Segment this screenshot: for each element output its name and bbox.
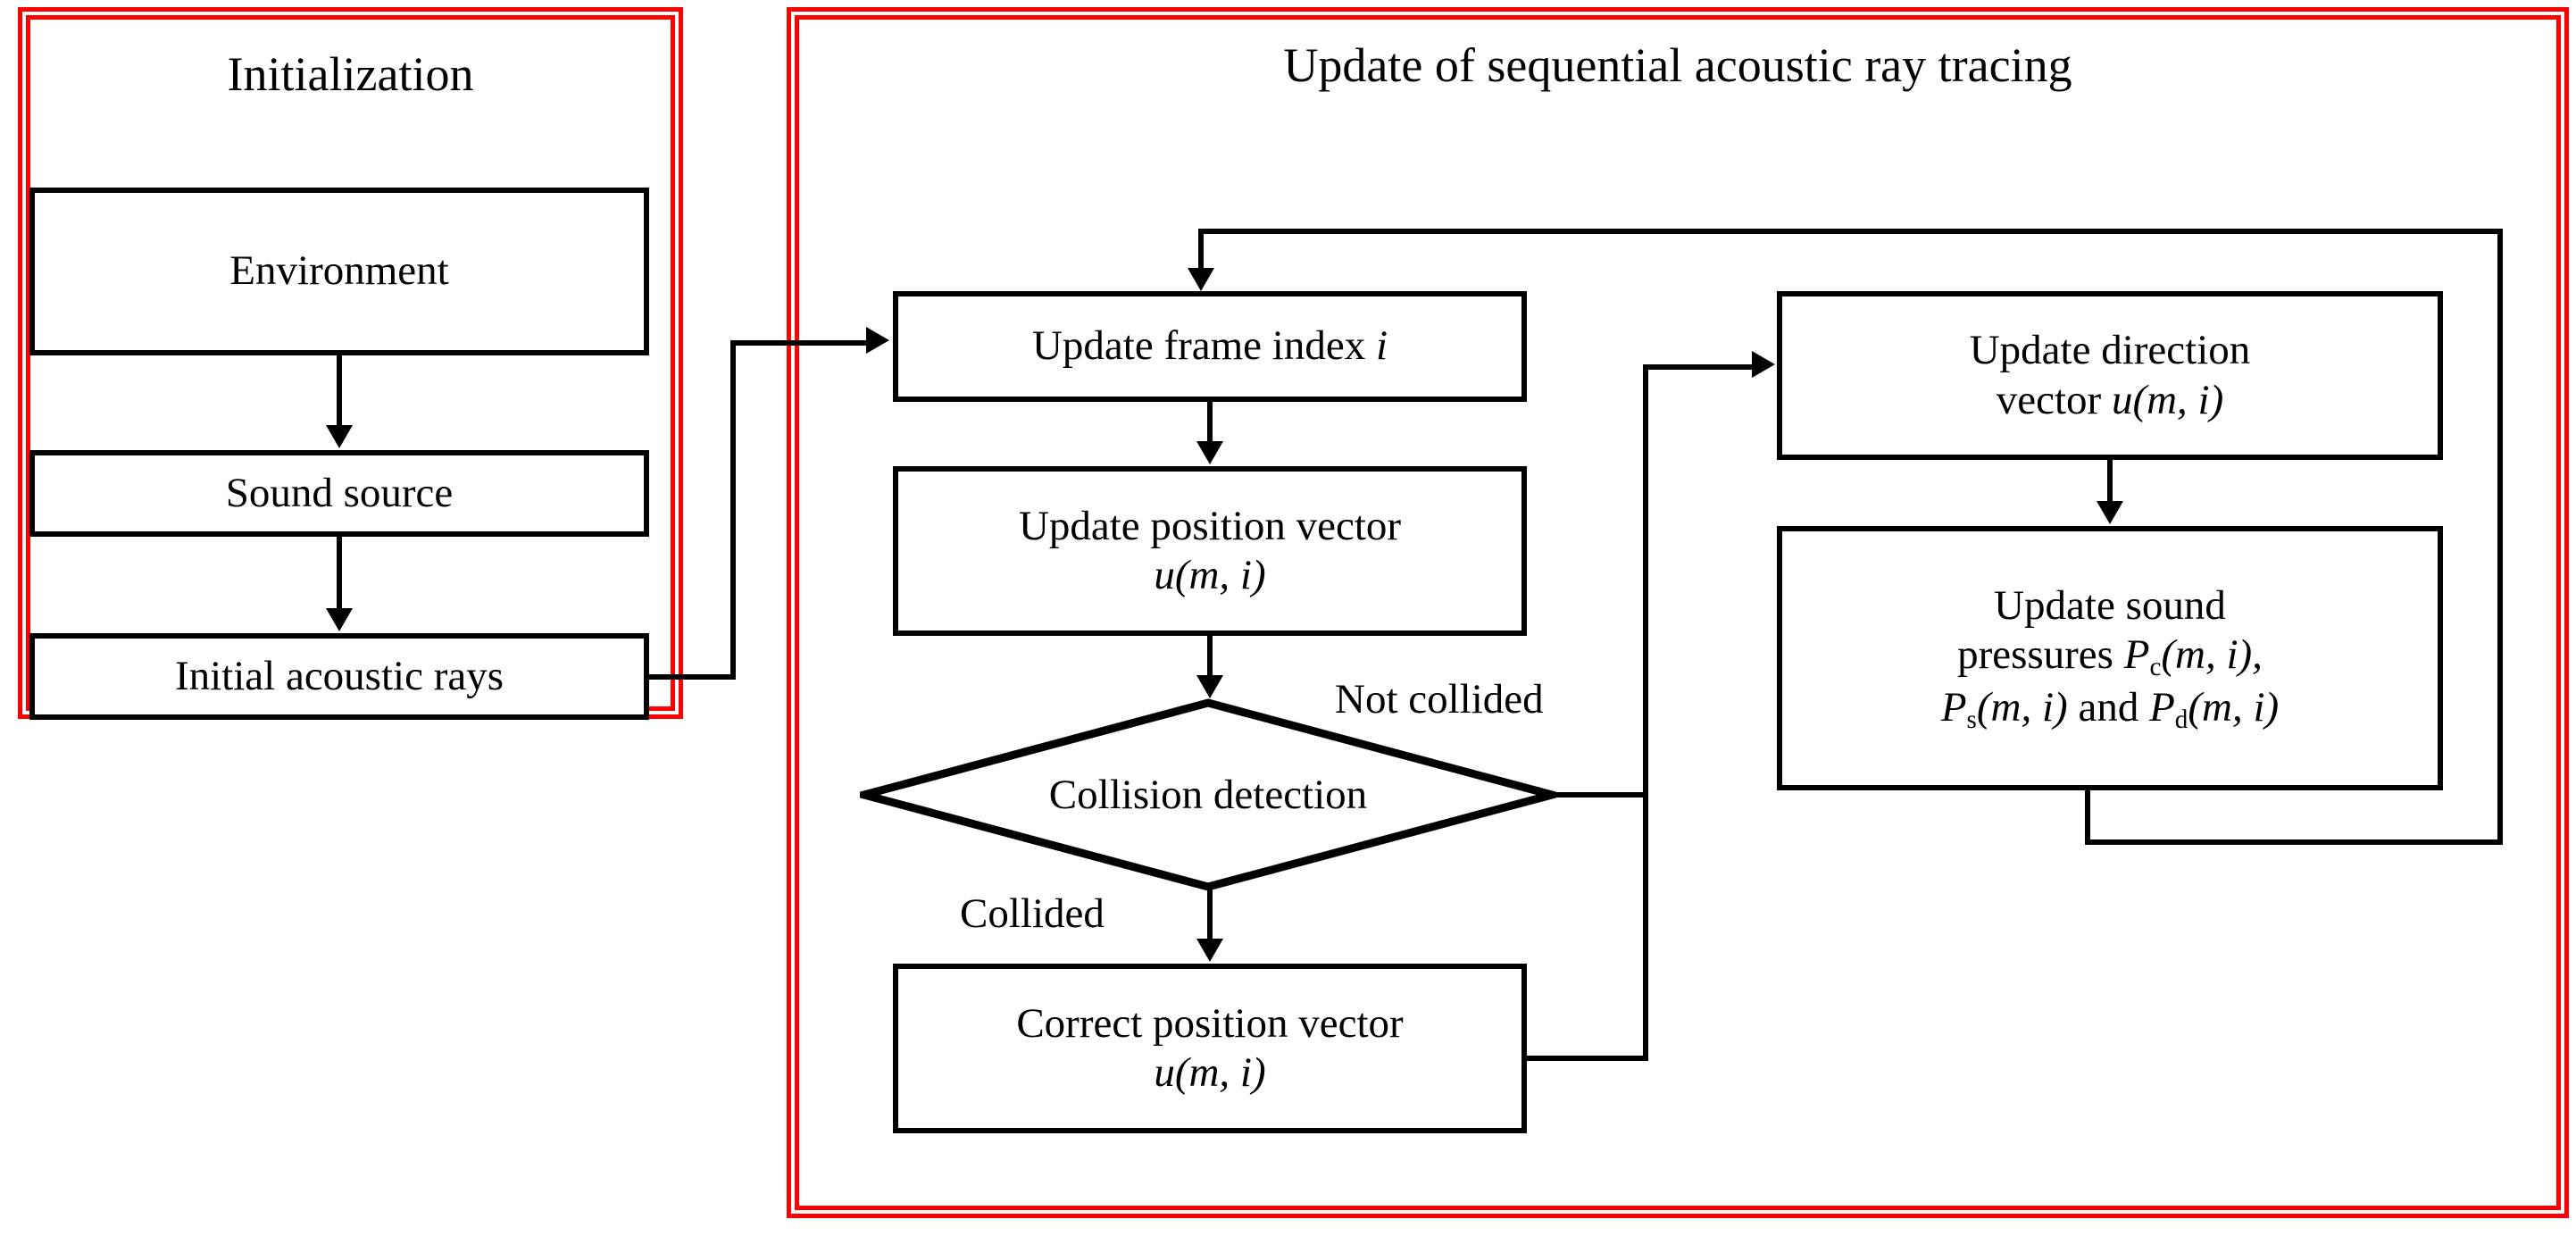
args-pressure-c: (m, i), (2161, 631, 2263, 679)
initialization-panel-title: Initialization (227, 47, 474, 101)
connector-merge-trunk (1643, 364, 1648, 1061)
node-environment-label: Environment (229, 247, 449, 295)
symbol-pressure-d: P (2149, 683, 2175, 731)
connector-initial-rays-riser (730, 340, 736, 680)
variable-frame-index: i (1375, 322, 1388, 370)
connector-initial-rays-out (649, 674, 736, 680)
args-pressure-s: (m, i) (1976, 683, 2068, 731)
node-sound-source[interactable]: Sound source (29, 450, 649, 537)
connector-environment-to-sound-source (337, 355, 342, 429)
subscript-c: c (2149, 653, 2162, 682)
node-update-frame-index-label: Update frame index i (1031, 322, 1388, 370)
node-correct-position-vector[interactable]: Correct position vector u(m, i) (893, 964, 1527, 1133)
node-update-direction-vector-line1: Update direction (1969, 327, 2251, 374)
node-environment[interactable]: Environment (29, 188, 649, 355)
connector-direction-to-pressures (2107, 460, 2113, 505)
node-correct-position-vector-line1: Correct position vector (1016, 999, 1404, 1047)
arrowhead-frame-index-top (1188, 268, 1214, 291)
subscript-s: s (1966, 705, 1977, 734)
update-panel-title: Update of sequential acoustic ray tracin… (1283, 38, 2072, 92)
node-update-direction-vector-line2-pre: vector (1996, 376, 2112, 423)
arrowhead-position-vector (1196, 441, 1223, 464)
node-sound-source-label: Sound source (225, 469, 454, 516)
symbol-pressure-s: P (1940, 683, 1967, 731)
connector-feedback-right-riser (2497, 229, 2503, 845)
connector-feedback-bottom-rail (2085, 839, 2503, 845)
node-update-sound-pressures-label: Update sound pressures Pc(m, i), Ps(m, i… (1941, 581, 2279, 736)
connector-feedback-drop (1198, 229, 1204, 273)
arrowhead-collision-detection (1196, 675, 1223, 698)
arrowhead-frame-index-left (866, 327, 889, 354)
connector-sound-source-to-initial-rays (337, 537, 342, 612)
connector-position-to-collision (1207, 636, 1213, 679)
node-update-frame-index[interactable]: Update frame index i (893, 291, 1527, 402)
node-update-sound-pressures[interactable]: Update sound pressures Pc(m, i), Ps(m, i… (1777, 526, 2443, 790)
node-update-sound-pressures-line2-pre: pressures (1957, 631, 2124, 679)
conjunction-and: and (2067, 683, 2150, 731)
node-correct-position-vector-label: Correct position vector u(m, i) (1016, 999, 1403, 1098)
node-update-position-vector-line1: Update position vector (1018, 502, 1402, 549)
connector-feedback-top-rail (1198, 229, 2503, 234)
connector-correct-position-out (1527, 1056, 1648, 1061)
connector-collided (1207, 889, 1213, 942)
arrowhead-correct-position (1196, 939, 1223, 962)
node-update-sound-pressures-line1: Update sound (1994, 581, 2226, 629)
variable-direction-vector: u(m, i) (2111, 376, 2224, 423)
arrowhead-initial-rays (326, 608, 353, 631)
node-initial-acoustic-rays-label: Initial acoustic rays (174, 652, 504, 699)
arrowhead-sound-source (326, 425, 353, 448)
edge-label-collided: Collided (960, 890, 1105, 937)
connector-initial-rays-to-frame-index (730, 340, 870, 346)
node-collision-detection[interactable]: Collision detection (860, 698, 1556, 891)
connector-frame-index-to-position (1207, 402, 1213, 445)
connector-trunk-to-direction (1643, 364, 1757, 370)
variable-correct-position-vector: u(m, i) (1154, 1049, 1266, 1096)
node-collision-detection-label: Collision detection (1048, 772, 1368, 818)
variable-position-vector: u(m, i) (1154, 552, 1266, 598)
symbol-pressure-c: P (2123, 631, 2150, 679)
arrowhead-direction-vector (1752, 351, 1775, 378)
node-update-direction-vector[interactable]: Update direction vector u(m, i) (1777, 291, 2443, 460)
edge-label-not-collided: Not collided (1335, 676, 1544, 722)
node-initial-acoustic-rays[interactable]: Initial acoustic rays (29, 633, 649, 720)
connector-pressures-out (2085, 790, 2090, 845)
args-pressure-d: (m, i) (2188, 683, 2280, 731)
node-update-direction-vector-label: Update direction vector u(m, i) (1970, 326, 2251, 425)
node-update-position-vector[interactable]: Update position vector u(m, i) (893, 466, 1527, 636)
initialization-panel (18, 7, 683, 719)
arrowhead-sound-pressures (2097, 501, 2123, 524)
collision-detection-shape (860, 698, 1556, 891)
connector-not-collided (1552, 792, 1648, 798)
node-update-position-vector-label: Update position vector u(m, i) (1019, 502, 1401, 601)
subscript-d: d (2174, 705, 2188, 734)
